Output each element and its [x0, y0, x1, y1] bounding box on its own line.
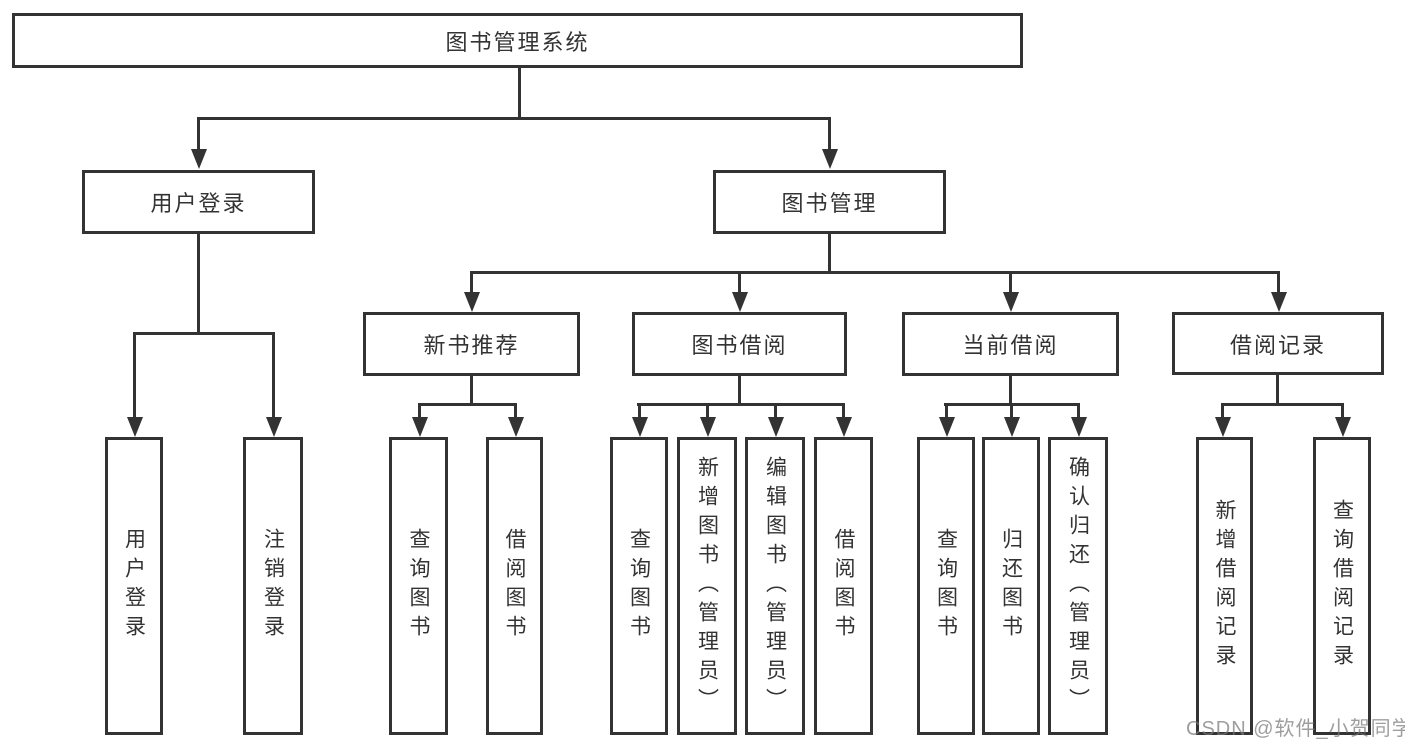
leaf-query-books-2: 查询图书 [610, 437, 668, 735]
arrow-down-icon [1341, 403, 1344, 417]
leaf-borrow-books-1: 借阅图书 [486, 437, 543, 735]
arrow-down-icon [738, 271, 741, 292]
watermark: CSDN @软件_小贺同学 [1186, 718, 1405, 740]
leaf-add-borrow-record: 新增借阅记录 [1196, 437, 1253, 735]
connector-line [197, 234, 200, 335]
leaf-query-borrow-record: 查询借阅记录 [1313, 437, 1371, 735]
connector-line [418, 403, 516, 406]
arrow-down-icon [197, 117, 200, 149]
arrow-down-icon [272, 332, 275, 417]
arrow-down-icon [470, 271, 473, 292]
leaf-query-books-1: 查询图书 [389, 437, 448, 735]
arrow-down-icon [418, 403, 421, 417]
arrow-down-icon [1077, 403, 1080, 417]
arrow-down-icon [774, 403, 777, 417]
connector-line [1009, 376, 1012, 406]
node-user-login: 用户登录 [82, 170, 315, 234]
leaf-user-login: 用户登录 [105, 437, 163, 735]
connector-line [470, 376, 473, 406]
leaf-add-books-admin: 新增图书（管理员） [677, 437, 737, 735]
leaf-borrow-books-2: 借阅图书 [814, 437, 873, 735]
arrow-down-icon [706, 403, 709, 417]
connector-line [637, 403, 844, 406]
node-current-borrowing: 当前借阅 [902, 312, 1119, 376]
connector-line [518, 68, 521, 120]
leaf-logout: 注销登录 [243, 437, 303, 735]
node-book-borrowing: 图书借阅 [632, 312, 847, 376]
leaf-query-books-3: 查询图书 [917, 437, 975, 735]
node-book-management: 图书管理 [713, 170, 946, 234]
arrow-down-icon [945, 403, 948, 417]
arrow-down-icon [514, 403, 517, 417]
arrow-down-icon [133, 332, 136, 417]
arrow-down-icon [1009, 271, 1012, 292]
arrow-down-icon [842, 403, 845, 417]
connector-line [133, 332, 274, 335]
connector-line [470, 271, 1279, 274]
connector-line [1221, 403, 1344, 406]
node-library-management-system: 图书管理系统 [12, 13, 1023, 68]
leaf-confirm-return-admin: 确认归还（管理员） [1048, 437, 1108, 735]
node-borrowing-records: 借阅记录 [1172, 312, 1384, 375]
connector-line [1276, 375, 1279, 406]
connector-line [197, 117, 830, 120]
node-new-book-recommendation: 新书推荐 [363, 312, 580, 376]
arrow-down-icon [1221, 403, 1224, 417]
leaf-return-books: 归还图书 [982, 437, 1040, 735]
leaf-edit-books-admin: 编辑图书（管理员） [745, 437, 805, 735]
arrow-down-icon [1010, 403, 1013, 417]
arrow-down-icon [638, 403, 641, 417]
connector-line [828, 234, 831, 274]
arrow-down-icon [1277, 271, 1280, 292]
connector-line [738, 376, 741, 406]
arrow-down-icon [828, 117, 831, 149]
